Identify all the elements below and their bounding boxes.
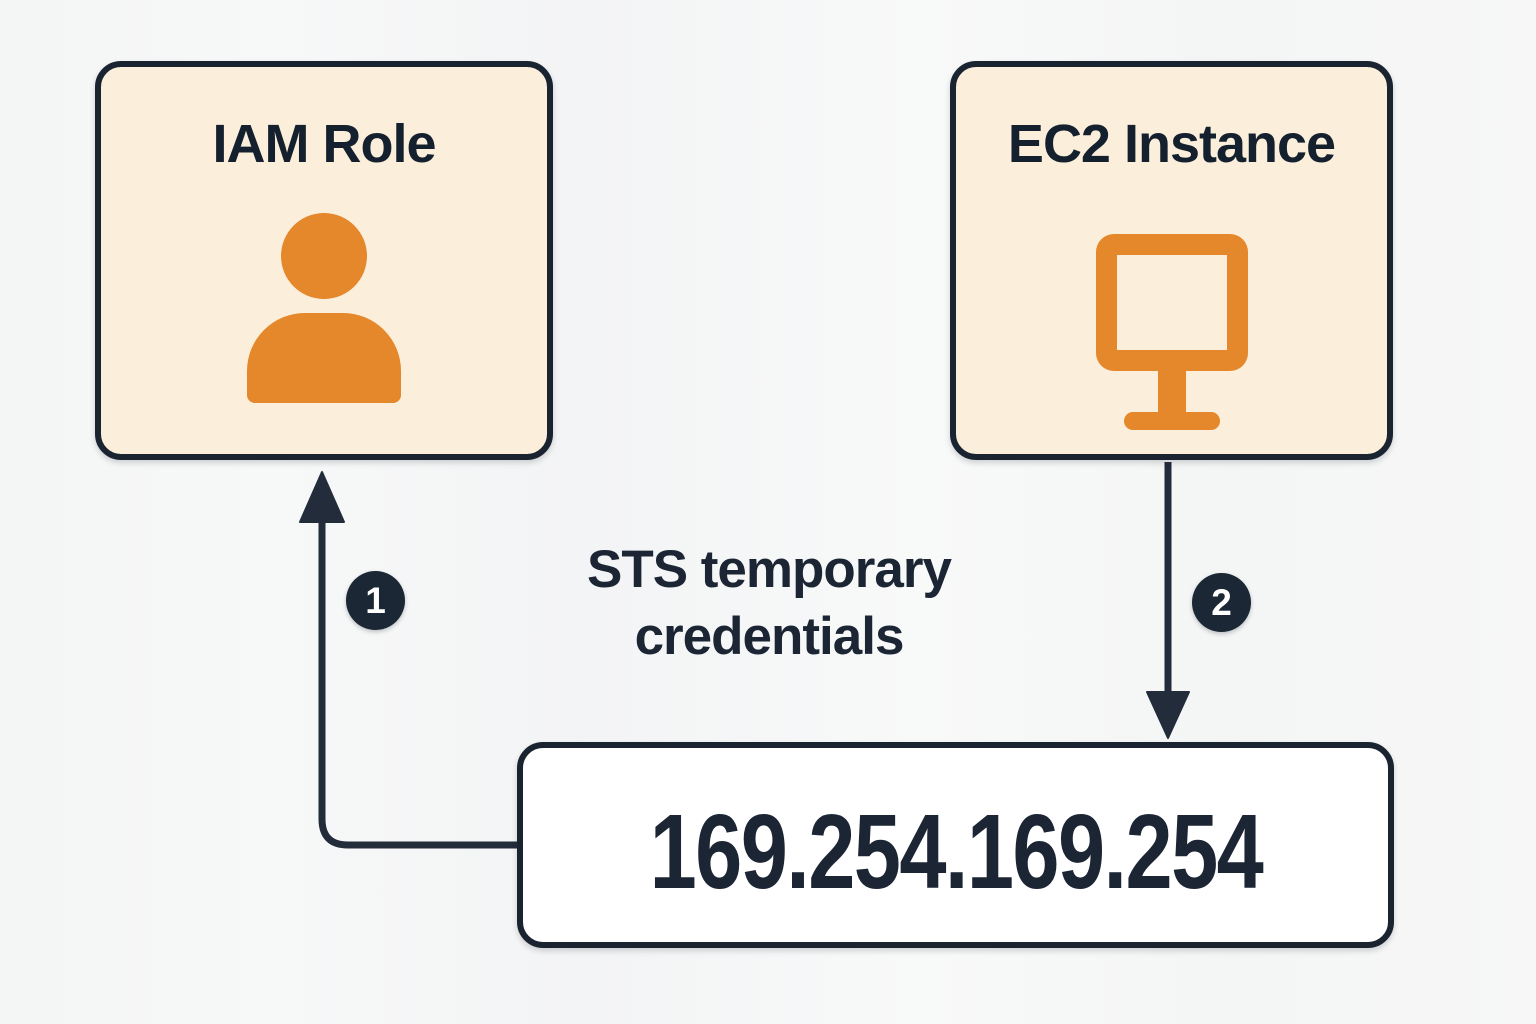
iam-role-node: IAM Role — [95, 61, 553, 460]
sts-credentials-line1: STS temporary — [586, 540, 952, 599]
step-badge-2-number: 2 — [1211, 581, 1232, 623]
arrow-ec2-to-endpoint — [1146, 462, 1190, 739]
ec2-instance-title: EC2 Instance — [1007, 114, 1336, 174]
step-badge-2: 2 — [1192, 573, 1251, 632]
ec2-instance-node: EC2 Instance — [950, 61, 1393, 460]
sts-credentials-line2: credentials — [634, 607, 905, 667]
sts-credentials-label: STS temporary credentials — [519, 536, 1019, 671]
metadata-endpoint-node: 169.254.169.254 — [517, 742, 1394, 948]
user-icon-body — [247, 313, 401, 403]
user-icon-head — [281, 213, 367, 299]
user-icon — [244, 213, 404, 413]
monitor-icon-base — [1123, 412, 1220, 430]
arrow-endpoint-to-iam — [299, 471, 517, 849]
iam-role-title: IAM Role — [212, 114, 436, 174]
monitor-icon — [1095, 234, 1248, 466]
metadata-endpoint-ip: 169.254.169.254 — [649, 792, 1263, 911]
step-badge-1: 1 — [346, 571, 405, 630]
monitor-icon-screen — [1095, 234, 1248, 371]
step-badge-1-number: 1 — [365, 579, 386, 621]
